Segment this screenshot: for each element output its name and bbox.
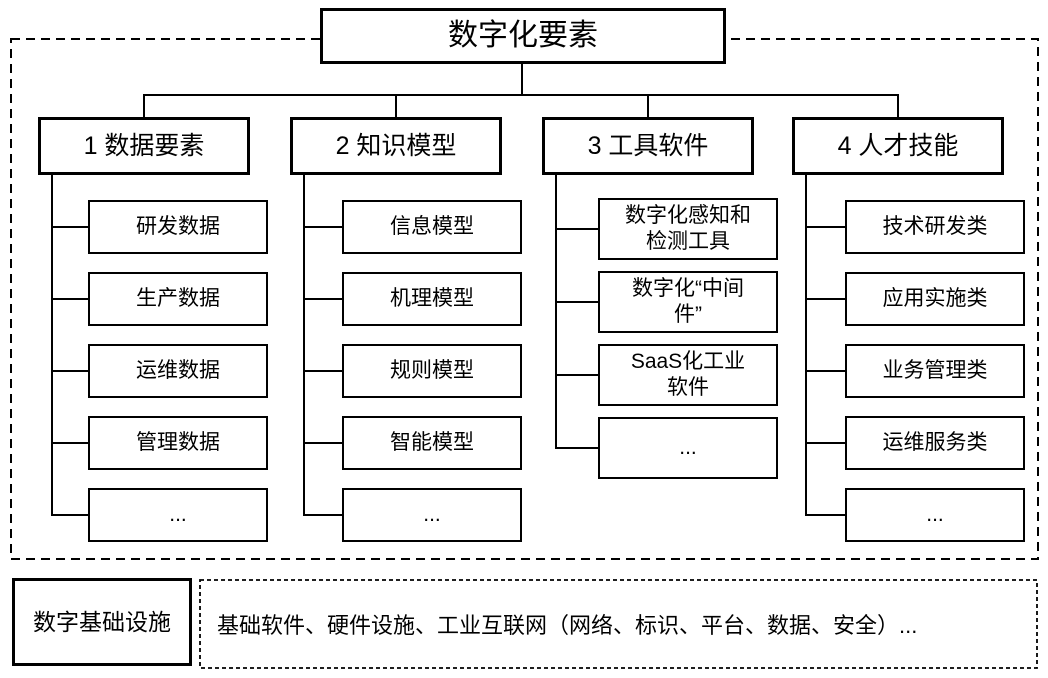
col2-child-box: 智能模型	[342, 416, 522, 470]
col2-header-box: 2 知识模型	[290, 117, 502, 175]
col4-ellipsis-box: ...	[845, 488, 1025, 542]
col4-child-box: 运维服务类	[845, 416, 1025, 470]
col1-ellipsis-box: ...	[88, 488, 268, 542]
col4-header-box: 4 人才技能	[792, 117, 1004, 175]
col2-child-box: 信息模型	[342, 200, 522, 254]
col2-ellipsis-box: ...	[342, 488, 522, 542]
col3-ellipsis-box: ...	[598, 417, 778, 479]
col3-child-box: SaaS化工业 软件	[598, 344, 778, 406]
col1-child-box: 研发数据	[88, 200, 268, 254]
col3-child-box: 数字化“中间 件”	[598, 271, 778, 333]
col1-child-box: 管理数据	[88, 416, 268, 470]
col3-child-box: 数字化感知和 检测工具	[598, 198, 778, 260]
foundation-description: 基础软件、硬件设施、工业互联网（网络、标识、平台、数据、安全）...	[217, 613, 918, 638]
foundation-dotted-frame	[199, 579, 1038, 669]
col1-child-box: 运维数据	[88, 344, 268, 398]
col1-header-box: 1 数据要素	[38, 117, 250, 175]
foundation-label-box: 数字基础设施	[12, 578, 192, 666]
col4-child-box: 应用实施类	[845, 272, 1025, 326]
col3-header-box: 3 工具软件	[542, 117, 754, 175]
root-box: 数字化要素	[320, 8, 726, 64]
col2-child-box: 规则模型	[342, 344, 522, 398]
col2-child-box: 机理模型	[342, 272, 522, 326]
col4-child-box: 技术研发类	[845, 200, 1025, 254]
col4-child-box: 业务管理类	[845, 344, 1025, 398]
col1-child-box: 生产数据	[88, 272, 268, 326]
